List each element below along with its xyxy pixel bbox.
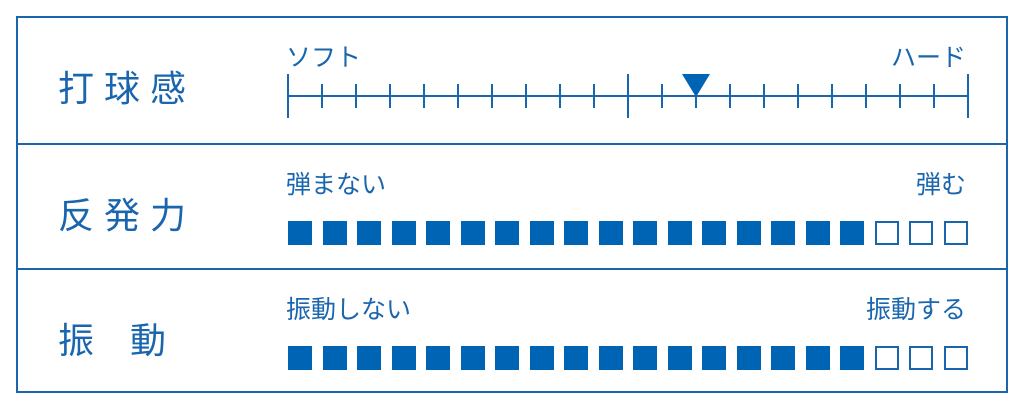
- filled-square-icon: [736, 221, 761, 245]
- filled-square-icon: [529, 221, 554, 245]
- filled-square-icon: [702, 221, 726, 245]
- filled-square-icon: [771, 221, 795, 245]
- row-label: 打球感: [58, 69, 197, 110]
- filled-square-icon: [288, 221, 312, 245]
- filled-square-icon: [564, 221, 588, 245]
- scale-left-caption: 振動しない: [286, 295, 412, 324]
- filled-square-icon: [771, 346, 795, 370]
- row-label: 振 動: [58, 321, 167, 362]
- filled-square-icon: [564, 346, 588, 370]
- row-rebound: 反発力 弾まない 弾む: [18, 143, 1006, 270]
- triangle-down-icon: [682, 74, 710, 97]
- filled-square-icon: [702, 346, 726, 370]
- filled-square-icon: [495, 221, 519, 245]
- filled-square-icon: [598, 221, 623, 245]
- filled-square-icon: [460, 346, 485, 370]
- scale-left-caption: ソフト: [286, 43, 362, 72]
- filled-square-icon: [495, 346, 519, 370]
- filled-square-icon: [357, 221, 381, 245]
- row-vibration: 振 動 振動しない 振動する: [18, 268, 1006, 393]
- filled-square-icon: [667, 221, 692, 245]
- filled-square-icon: [633, 221, 657, 245]
- filled-square-icon: [322, 221, 347, 245]
- filled-square-icon: [460, 221, 485, 245]
- filled-square-icon: [598, 346, 623, 370]
- filled-square-icon: [736, 346, 761, 370]
- scale-right-caption: 弾む: [915, 170, 966, 199]
- scale-right-caption: ハード: [890, 43, 966, 72]
- empty-square-icon: [909, 221, 933, 245]
- filled-square-icon: [840, 221, 864, 245]
- filled-square-icon: [633, 346, 657, 370]
- scale-right-caption: 振動する: [865, 295, 966, 324]
- filled-square-icon: [805, 221, 830, 245]
- empty-square-icon: [874, 221, 899, 245]
- empty-square-icon: [874, 346, 899, 370]
- filled-square-icon: [667, 346, 692, 370]
- filled-square-icon: [840, 346, 864, 370]
- empty-square-icon: [943, 346, 968, 370]
- scale-left-caption: 弾まない: [286, 170, 387, 199]
- filled-square-icon: [322, 346, 347, 370]
- empty-square-icon: [909, 346, 933, 370]
- filled-square-icon: [426, 221, 450, 245]
- filled-square-icon: [426, 346, 450, 370]
- filled-square-icon: [357, 346, 381, 370]
- filled-square-icon: [391, 221, 416, 245]
- filled-square-icon: [805, 346, 830, 370]
- filled-square-icon: [391, 346, 416, 370]
- rating-table: 打球感 ソフト ハード 反発力 弾まない 弾む 振 動 振動しない 振動する: [16, 16, 1008, 393]
- filled-square-icon: [529, 346, 554, 370]
- soft-hard-scale: [287, 74, 969, 118]
- row-label: 反発力: [58, 196, 197, 237]
- row-hitting-feel: 打球感 ソフト ハード: [18, 18, 1006, 143]
- filled-square-icon: [288, 346, 312, 370]
- empty-square-icon: [943, 221, 968, 245]
